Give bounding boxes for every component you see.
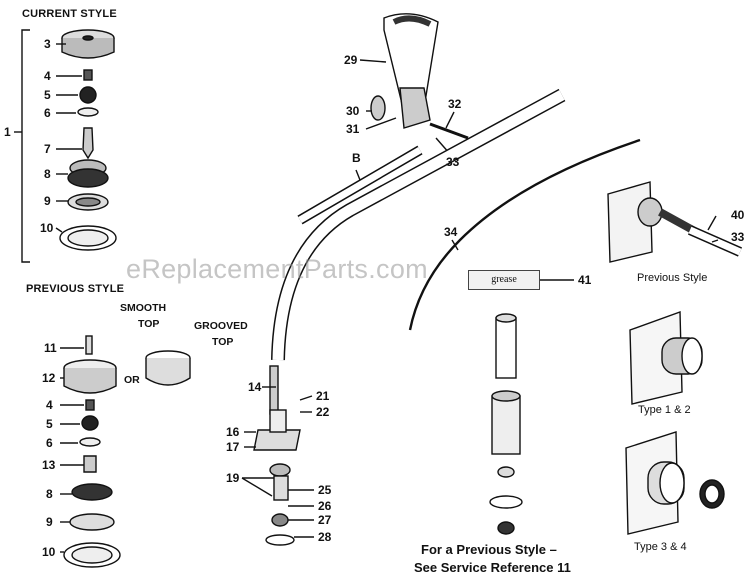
grooved-top-caption-1: GROOVED — [194, 320, 248, 332]
smooth-top-caption-2: TOP — [138, 318, 160, 330]
part-number-25: 25 — [318, 483, 332, 497]
part-number-10: 10 — [40, 221, 54, 235]
part-number-33: 33 — [446, 155, 460, 169]
part-number-40: 40 — [731, 208, 745, 222]
part-number-8-prev: 8 — [46, 487, 53, 501]
part-number-28: 28 — [318, 530, 332, 544]
part-number-4: 4 — [44, 69, 51, 83]
bracket-1 — [21, 29, 30, 263]
grooved-top-caption-2: TOP — [212, 336, 234, 348]
watermark: eReplacementParts.com — [126, 254, 428, 284]
part-number-19: 19 — [226, 471, 240, 485]
part-number-29: 29 — [344, 53, 358, 67]
part-number-31: 31 — [346, 122, 360, 136]
part-number-41: 41 — [578, 273, 592, 287]
previous-style-caption: Previous Style — [637, 272, 708, 284]
cable-34 — [408, 138, 641, 331]
part-number-5: 5 — [44, 88, 51, 102]
part-number-7: 7 — [44, 142, 51, 156]
note-line-2: See Service Reference 11 — [414, 560, 571, 575]
part-number-8: 8 — [44, 167, 51, 181]
grease-label: grease — [468, 270, 540, 290]
previous-style-inset — [607, 181, 743, 263]
part-number-1: 1 — [4, 125, 11, 139]
part-number-4-prev: 4 — [46, 398, 53, 412]
smooth-top-caption-1: SMOOTH — [120, 302, 167, 314]
part-number-9: 9 — [44, 194, 51, 208]
part-number-9-prev: 9 — [46, 515, 53, 529]
type-3-4-caption: Type 3 & 4 — [634, 541, 687, 553]
part-number-6-prev: 6 — [46, 436, 53, 450]
type-1-2-caption: Type 1 & 2 — [638, 404, 691, 416]
or-caption: OR — [124, 374, 140, 386]
part-number-30: 30 — [346, 104, 360, 118]
part-number-5-prev: 5 — [46, 417, 53, 431]
note-line-1: For a Previous Style – — [421, 542, 557, 557]
part-number-10-prev: 10 — [42, 545, 56, 559]
drive-shaft-stack — [489, 313, 523, 535]
part-number-22: 22 — [316, 405, 330, 419]
current-style-heading: CURRENT STYLE — [22, 8, 117, 20]
previous-style-heading: PREVIOUS STYLE — [26, 283, 125, 295]
type-1-2-inset — [629, 311, 703, 405]
head-assembly — [253, 365, 301, 546]
part-number-17: 17 — [226, 440, 240, 454]
handle-assembly — [370, 13, 469, 140]
part-number-12: 12 — [42, 371, 56, 385]
part-number-33-inset: 33 — [731, 230, 745, 244]
part-number-14: 14 — [248, 380, 262, 394]
part-number-21: 21 — [316, 389, 330, 403]
part-number-27: 27 — [318, 513, 332, 527]
part-number-13: 13 — [42, 458, 56, 472]
part-number-11: 11 — [44, 341, 57, 355]
current-style-stack — [59, 29, 117, 251]
part-number-34: 34 — [444, 225, 458, 239]
part-label-b: B — [352, 151, 361, 165]
part-number-32: 32 — [448, 97, 462, 111]
part-number-16: 16 — [226, 425, 240, 439]
part-number-3: 3 — [44, 37, 51, 51]
type-3-4-inset — [625, 431, 725, 535]
part-number-26: 26 — [318, 499, 332, 513]
previous-style-stack — [63, 335, 191, 568]
part-number-6: 6 — [44, 106, 51, 120]
